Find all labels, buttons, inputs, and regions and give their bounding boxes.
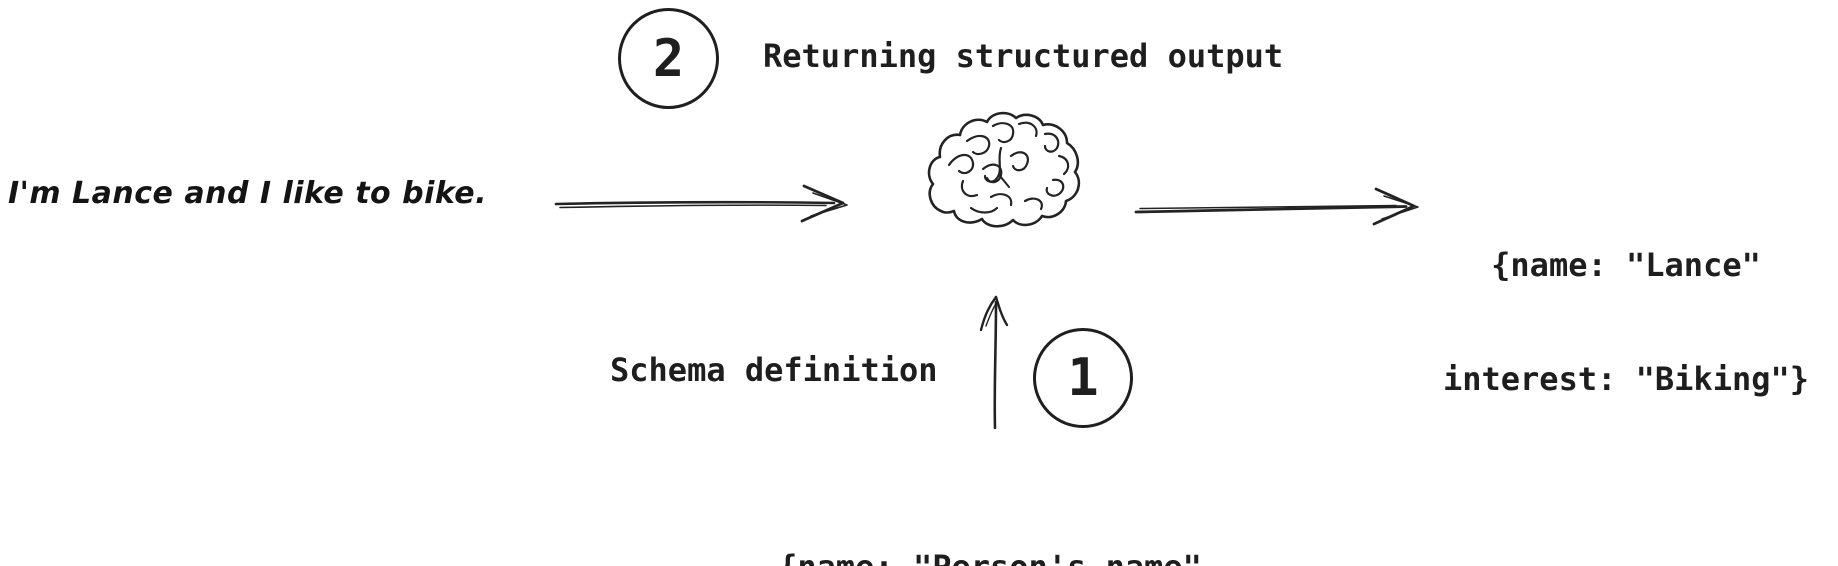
schema-definition-label-text: Schema definition	[610, 351, 938, 389]
schema-json: {name: "Person's name" interest: "Person…	[690, 472, 1290, 566]
step-2-label-text: Returning structured output	[763, 37, 1284, 75]
step-1-number: 1	[1067, 348, 1099, 408]
step-2-label: Returning structured output	[763, 36, 1283, 76]
output-json: {name: "Lance" interest: "Biking"}	[1420, 170, 1832, 474]
brain-icon	[927, 111, 1081, 228]
output-arrow	[1134, 187, 1419, 226]
step-2-number: 2	[652, 28, 685, 89]
schema-arrow	[979, 295, 1009, 430]
input-arrow	[554, 184, 848, 223]
output-json-line2: interest: "Biking"}	[1442, 360, 1810, 398]
step-1-badge: 1	[1033, 328, 1133, 428]
output-json-line1: {name: "Lance"	[1491, 246, 1761, 284]
schema-definition-label: Schema definition	[610, 350, 938, 390]
step-2-badge: 2	[618, 8, 719, 109]
input-message: I'm Lance and I like to bike.	[8, 176, 487, 211]
schema-json-line1: {name: "Person's name"	[690, 548, 1290, 566]
